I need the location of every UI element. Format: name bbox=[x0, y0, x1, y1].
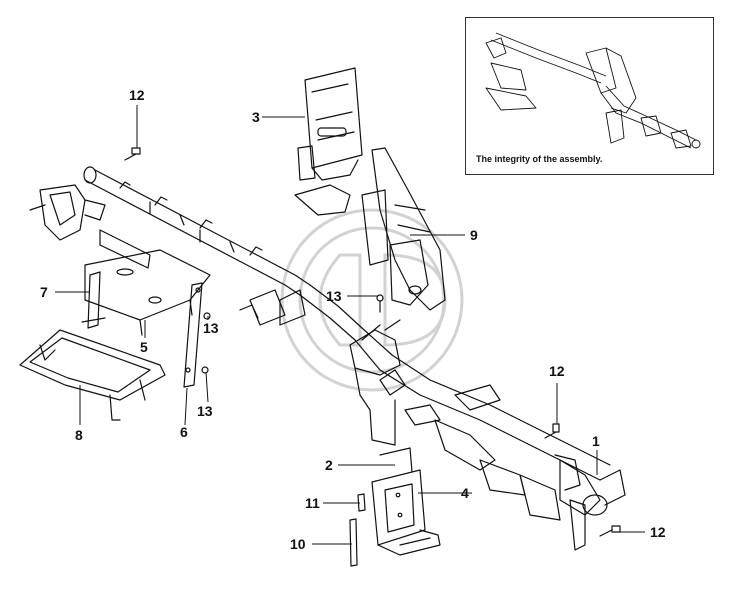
inset-assembly-drawing bbox=[485, 32, 701, 149]
callout-5: 5 bbox=[140, 339, 148, 355]
bolt-13-b bbox=[203, 312, 211, 320]
callout-1: 1 bbox=[592, 433, 600, 449]
part-5-tray bbox=[84, 229, 211, 336]
callout-8: 8 bbox=[75, 427, 83, 443]
bolt-12-right-lower bbox=[599, 525, 621, 537]
part-8-lower-tray bbox=[19, 329, 166, 421]
column-support-center bbox=[239, 289, 401, 446]
cross-beam-upper bbox=[83, 166, 363, 341]
part-10-strip bbox=[349, 518, 358, 567]
callout-12: 12 bbox=[549, 363, 565, 379]
bolt-12-upper-left bbox=[124, 147, 141, 161]
part-4-column-bracket bbox=[371, 447, 441, 556]
part-3-mount-plate bbox=[294, 67, 363, 216]
cross-beam-lower bbox=[354, 327, 626, 551]
assembly-inset: The integrity of the assembly. bbox=[465, 17, 714, 175]
bolt-13-c bbox=[201, 366, 209, 374]
inset-caption: The integrity of the assembly. bbox=[476, 154, 603, 164]
bolt-13-a bbox=[376, 294, 384, 313]
callout-4: 4 bbox=[461, 485, 469, 501]
callout-7: 7 bbox=[40, 284, 48, 300]
callout-10: 10 bbox=[290, 536, 306, 552]
callout-13: 13 bbox=[197, 403, 213, 419]
callout-13: 13 bbox=[326, 288, 342, 304]
callout-6: 6 bbox=[180, 424, 188, 440]
part-11-strip bbox=[357, 493, 366, 512]
callout-12: 12 bbox=[129, 87, 145, 103]
part-9-pillar-bracket bbox=[361, 147, 446, 311]
callout-11: 11 bbox=[305, 495, 320, 511]
part-7-brace bbox=[81, 271, 106, 329]
callout-9: 9 bbox=[470, 227, 478, 243]
watermark-logo bbox=[280, 208, 464, 392]
callout-13: 13 bbox=[203, 320, 219, 336]
callout-3: 3 bbox=[252, 109, 260, 125]
bolt-12-right-upper bbox=[544, 423, 560, 439]
callout-12: 12 bbox=[650, 524, 666, 540]
callout-2: 2 bbox=[325, 457, 333, 473]
part-6-strip bbox=[183, 282, 203, 388]
left-end-bracket bbox=[29, 184, 106, 241]
leader-lines bbox=[55, 105, 645, 545]
